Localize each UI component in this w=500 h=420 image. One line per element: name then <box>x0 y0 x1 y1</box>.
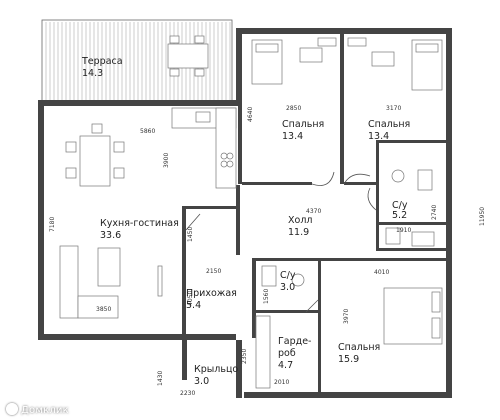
dim-4370: 4370 <box>306 208 321 215</box>
watermark: Домклик <box>6 403 69 416</box>
kitchen-area: 33.6 <box>100 230 121 241</box>
bedroom1-area: 13.4 <box>282 131 303 142</box>
kitchen-label: Кухня-гостиная <box>100 218 179 229</box>
porch-label: Крыльцо <box>194 364 238 375</box>
hall-area: 11.9 <box>288 227 309 238</box>
watermark-text: Домклик <box>21 405 69 416</box>
dim-4010: 4010 <box>374 269 389 276</box>
interior-walls <box>182 34 446 398</box>
dim-4050: 4050 <box>187 291 194 306</box>
bath1-area: 5.2 <box>392 210 407 221</box>
dimensions: 2850 3170 4640 5860 3900 4370 2740 1910 … <box>49 105 486 397</box>
dim-2850: 2850 <box>286 105 301 112</box>
terrace-area: 14.3 <box>82 68 103 79</box>
dim-1560: 1560 <box>263 289 270 304</box>
dim-2350: 2350 <box>241 349 248 364</box>
dim-3900: 3900 <box>163 153 170 168</box>
dim-1910: 1910 <box>396 227 411 234</box>
bath2-label: С/у <box>280 270 296 281</box>
dim-2230: 2230 <box>180 390 195 397</box>
wardrobe-label-line2: роб <box>278 348 296 359</box>
dim-5860: 5860 <box>140 128 155 135</box>
bath2-area: 3.0 <box>280 282 295 293</box>
dim-2150: 2150 <box>206 268 221 275</box>
dim-11950: 11950 <box>479 207 486 226</box>
porch-area: 3.0 <box>194 376 209 387</box>
dim-7180: 7180 <box>49 217 56 232</box>
terrace-label: Терраса <box>81 56 123 67</box>
dim-3970: 3970 <box>343 309 350 324</box>
bedroom3-area: 15.9 <box>338 354 359 365</box>
hall-label: Холл <box>288 215 312 226</box>
entry-area: 5.4 <box>186 300 201 311</box>
dim-4640: 4640 <box>247 107 254 122</box>
dim-1430: 1430 <box>157 371 164 386</box>
dim-3850: 3850 <box>96 306 111 313</box>
wardrobe-area: 4.7 <box>278 360 293 371</box>
bedroom2-label: Спальня <box>368 119 410 130</box>
bedroom1-label: Спальня <box>282 119 324 130</box>
wardrobe-label-line1: Гарде- <box>278 336 312 347</box>
doors <box>185 171 377 313</box>
dim-2010: 2010 <box>274 379 289 386</box>
dim-1450: 1450 <box>187 227 194 242</box>
entry-label: Прихожая <box>186 288 237 299</box>
outer-walls <box>38 28 452 398</box>
domclick-logo-icon <box>6 403 18 415</box>
bedroom3-label: Спальня <box>338 342 380 353</box>
room-labels: Терраса 14.3 Спальня 13.4 Спальня 13.4 К… <box>81 56 410 387</box>
dim-3170: 3170 <box>386 105 401 112</box>
furniture <box>59 35 443 389</box>
dim-2740: 2740 <box>431 205 438 220</box>
bath1-label: С/у <box>392 200 408 211</box>
bedroom2-area: 13.4 <box>368 131 389 142</box>
